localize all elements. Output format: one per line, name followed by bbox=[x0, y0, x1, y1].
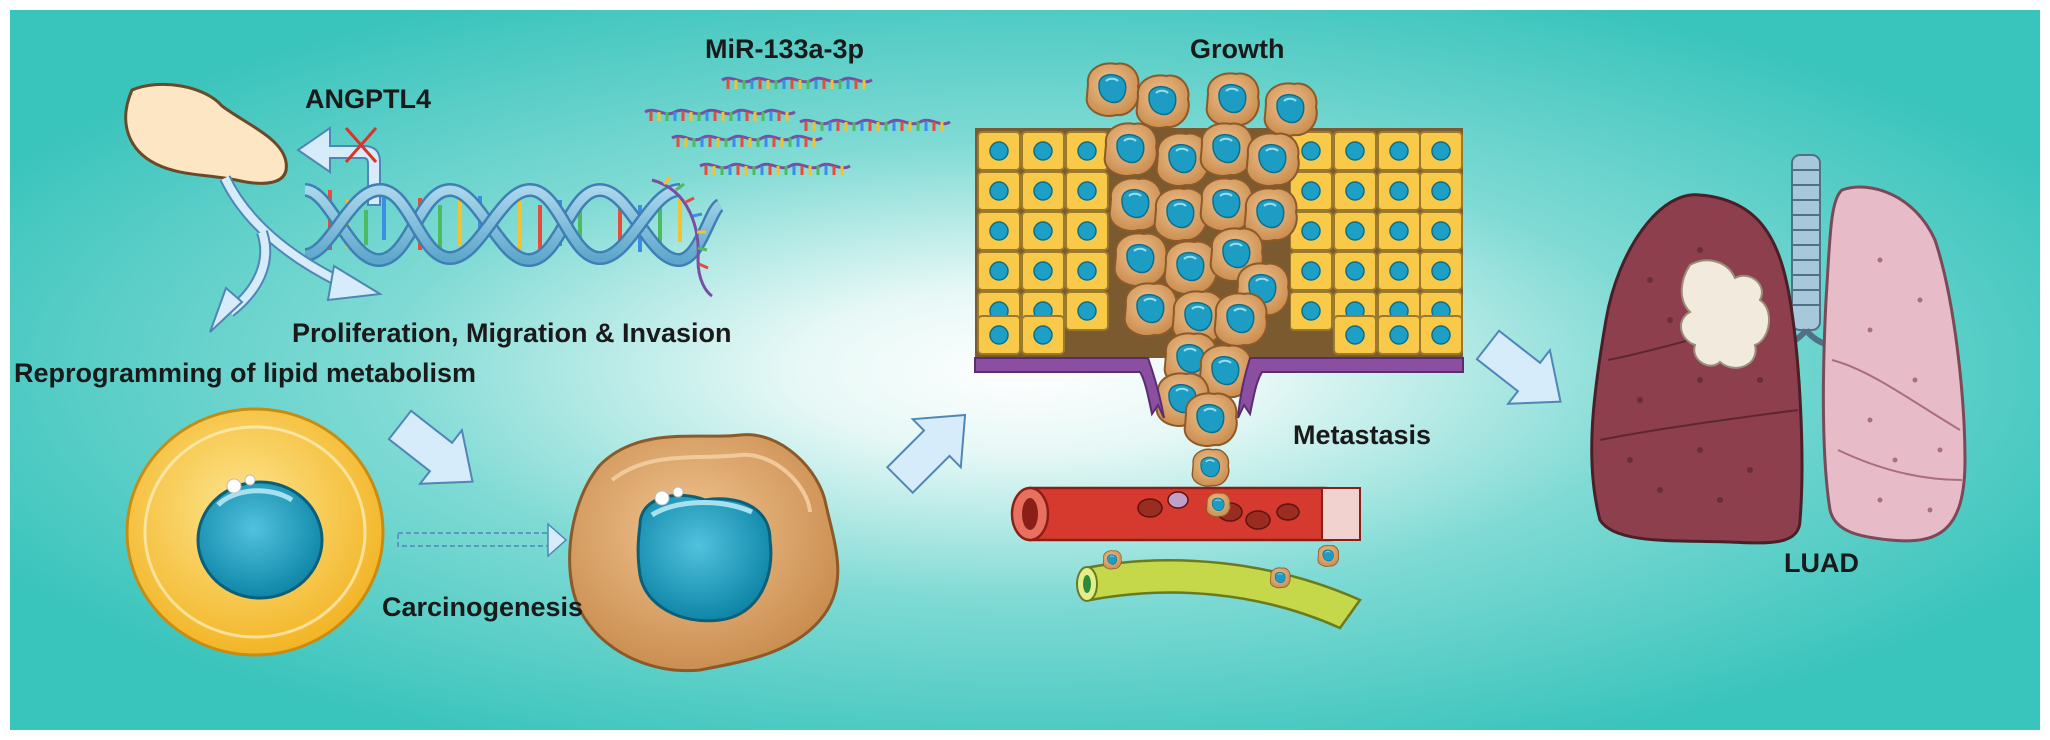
protein-blob-icon bbox=[124, 82, 288, 185]
dna-helix-icon bbox=[303, 176, 725, 298]
proliferation-label: Proliferation, Migration & Invasion bbox=[292, 318, 732, 348]
gene-label: ANGPTL4 bbox=[305, 84, 432, 114]
blocked-arrow-icon bbox=[296, 126, 381, 206]
tumor-tissue-icon bbox=[974, 62, 1464, 447]
flow-arrow-lipid bbox=[209, 230, 272, 333]
growth-label: Growth bbox=[1190, 34, 1285, 64]
mirna-label: MiR-133a-3p bbox=[705, 34, 865, 64]
dotted-arrow-icon bbox=[397, 522, 568, 558]
lungs-icon bbox=[1590, 154, 1967, 545]
metastasis-label: Metastasis bbox=[1293, 420, 1432, 450]
lymph-vessel-icon bbox=[1076, 544, 1362, 630]
lipid-metabolism-label: Reprogramming of lipid metabolism bbox=[14, 358, 477, 388]
luad-label: LUAD bbox=[1784, 548, 1859, 578]
flow-arrow-proliferation bbox=[219, 175, 384, 302]
normal-cell-icon bbox=[125, 407, 385, 657]
blood-vessel-icon bbox=[1010, 448, 1361, 542]
cancer-cell-icon bbox=[568, 433, 840, 673]
carcinogenesis-label: Carcinogenesis bbox=[382, 592, 584, 622]
